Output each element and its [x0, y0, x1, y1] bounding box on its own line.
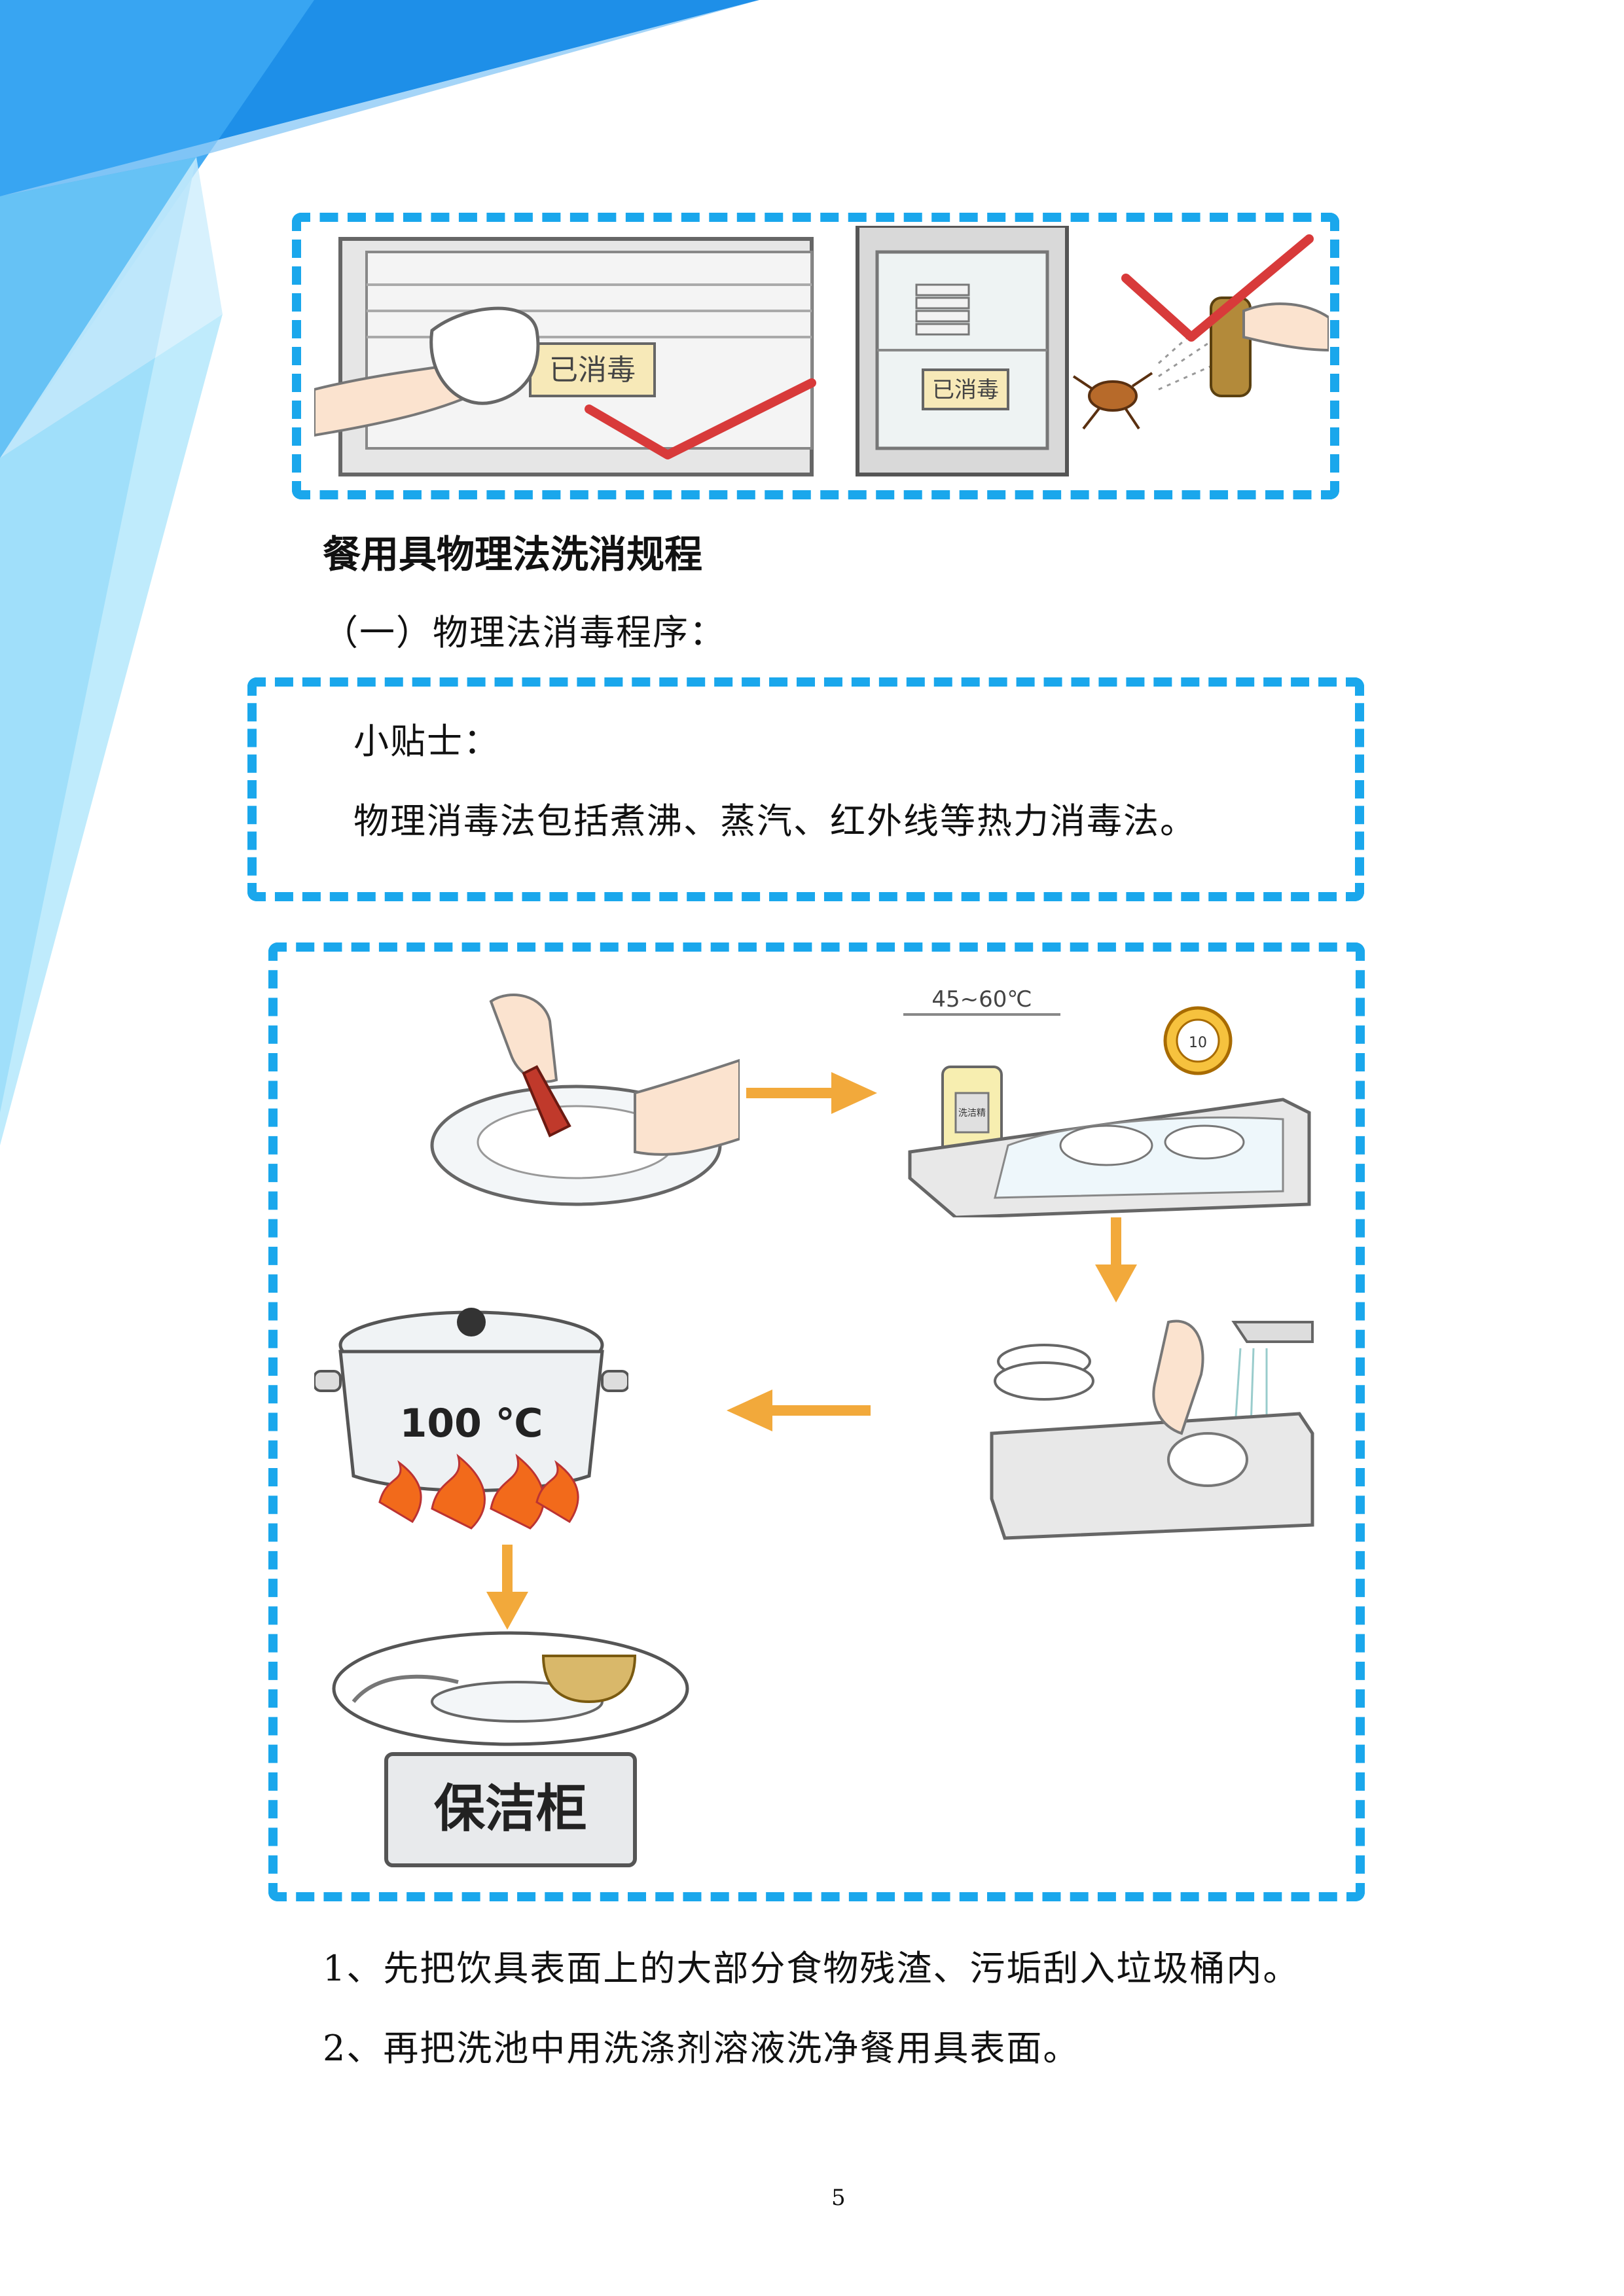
cockroach-icon — [1088, 380, 1138, 412]
tips-box — [247, 677, 1364, 901]
storage-cabinet-illustration: 保洁柜 — [332, 1631, 689, 1867]
rinse-tap-illustration — [990, 1319, 1314, 1540]
spray-bottle-icon — [1210, 296, 1252, 397]
brush-icon — [522, 1065, 571, 1138]
illustration-frame-top — [292, 213, 1339, 499]
clock-label: 10 — [1189, 1035, 1207, 1051]
thermometer-label: 45~60℃ — [931, 986, 1032, 1013]
pot-temperature-label: 100 ℃ — [400, 1401, 543, 1446]
process-frame — [268, 942, 1365, 1901]
cabinet-label-left: 已消毒 — [549, 353, 636, 387]
step-1-text: 1、先把饮具表面上的大部分食物残渣、污垢刮入垃圾桶内。 — [323, 1948, 1300, 1989]
tip-text: 物理消毒法包括煮沸、蒸汽、红外线等热力消毒法。 — [353, 800, 1197, 842]
storage-cabinet-label: 保洁柜 — [434, 1780, 587, 1839]
subsection-heading: （一）物理法消毒程序： — [323, 612, 726, 653]
pest-spray-illustration: 已消毒 — [856, 226, 1329, 476]
boiling-pot-illustration: 100 ℃ — [314, 1308, 628, 1530]
bottle-label: 洗洁精 — [958, 1108, 986, 1119]
arrow-left-icon — [727, 1390, 871, 1431]
page-number: 5 — [831, 2185, 846, 2211]
step-2-text: 2、再把洗池中用洗涤剂溶液洗净餐用具表面。 — [323, 2028, 1080, 2069]
arrow-right-icon — [746, 1072, 877, 1114]
cabinet-label-right: 已消毒 — [932, 377, 999, 403]
detergent-sink-illustration: 45~60℃ 洗洁精 10 — [903, 986, 1311, 1217]
scrape-plate-illustration — [430, 994, 740, 1206]
tip-label: 小贴士： — [353, 721, 500, 762]
corner-decoration — [0, 0, 759, 1145]
wipe-cabinet-illustration: 已消毒 — [314, 237, 816, 476]
check-mark-icon — [585, 378, 816, 459]
arrow-down-icon — [1095, 1217, 1137, 1302]
section-title: 餐用具物理法洗消规程 — [323, 532, 703, 577]
fire-icon — [378, 1454, 579, 1530]
arrow-down-icon — [486, 1545, 528, 1630]
check-mark-icon — [1121, 234, 1314, 342]
